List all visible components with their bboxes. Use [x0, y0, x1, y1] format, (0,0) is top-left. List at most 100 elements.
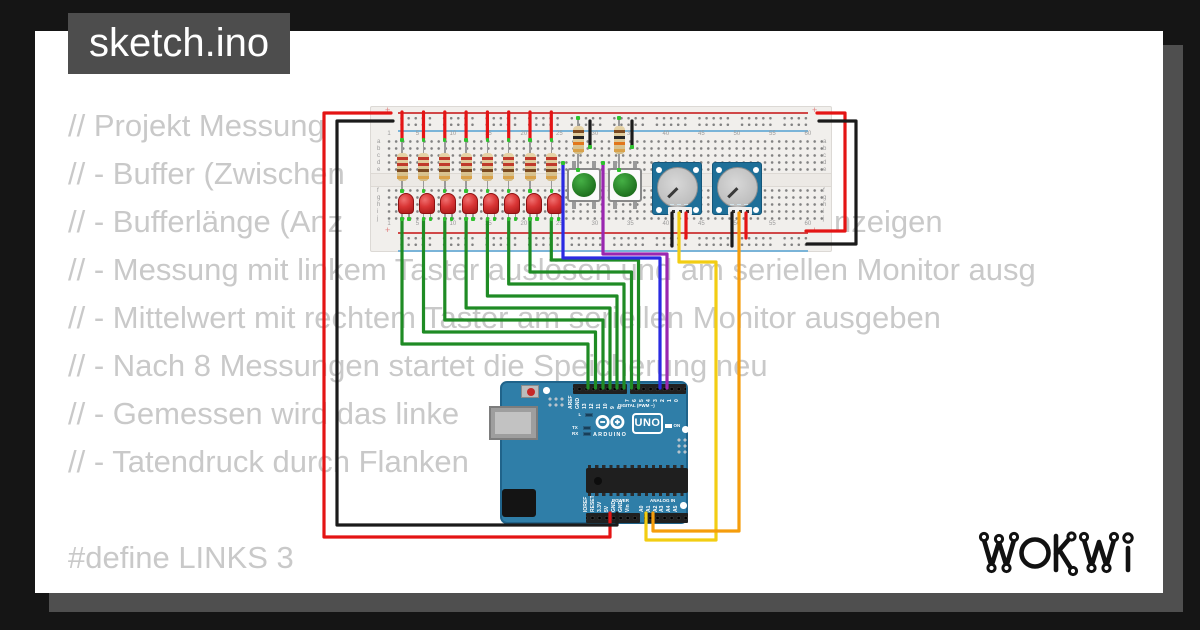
power-jack — [502, 489, 536, 517]
led-1 — [397, 193, 414, 214]
column-number: 50 — [733, 131, 741, 137]
mounting-hole — [682, 426, 689, 433]
column-number: 1 — [387, 221, 391, 227]
wire-led6-d8 — [507, 217, 626, 390]
code-text: // - Gemessen wird das linke — [68, 396, 460, 431]
column-number: 5 — [415, 131, 420, 137]
row-letter: b — [377, 145, 381, 152]
row-letter: g — [377, 194, 381, 201]
connection-dot — [464, 189, 468, 193]
code-text: nzeigen — [834, 204, 943, 239]
led-5 — [482, 193, 499, 214]
pot-knob — [717, 167, 758, 208]
row-letter: a — [823, 138, 827, 145]
connection-dot — [514, 217, 518, 221]
resistor-6 — [503, 153, 515, 181]
wire-led8-d6 — [549, 217, 641, 390]
uno-model-label: UNO — [632, 412, 663, 434]
connection-dot — [528, 189, 532, 193]
connection-dot — [407, 217, 411, 221]
column-number: 60 — [804, 221, 812, 227]
led-4 — [461, 193, 478, 214]
mounting-hole — [543, 387, 550, 394]
wire-pot1-sig-a0 — [644, 211, 718, 542]
column-number: 20 — [520, 221, 528, 227]
connection-dot — [576, 116, 580, 120]
wire-led1-d13 — [400, 217, 590, 390]
column-number: 10 — [449, 221, 457, 227]
wire-led4-d10 — [464, 217, 612, 390]
on-label: ON — [673, 422, 681, 428]
code-text: #define RECHTS 2 — [68, 582, 332, 593]
row-letter: c — [377, 152, 380, 159]
column-number: 40 — [662, 221, 670, 227]
column-number: 45 — [698, 221, 705, 227]
analog-header — [644, 513, 688, 523]
led-tx — [583, 425, 591, 430]
connection-dot — [617, 116, 621, 120]
potentiometer-right — [712, 162, 762, 215]
connection-dot — [576, 168, 580, 172]
led-tx-label: TX — [572, 425, 578, 430]
connection-dot — [450, 217, 454, 221]
analog-label: ANALOG IN — [650, 497, 676, 503]
column-number: 55 — [769, 131, 776, 137]
column-number: 10 — [449, 131, 457, 137]
resistor-7 — [524, 153, 536, 181]
connection-dot — [561, 161, 565, 165]
column-number: 20 — [520, 131, 528, 137]
sketch-filename: sketch.ino — [68, 13, 291, 74]
mounting-hole — [680, 502, 687, 509]
pushbutton-right — [608, 161, 642, 209]
column-number: 60 — [804, 131, 812, 137]
row-letter: i — [823, 208, 825, 215]
column-number: 55 — [769, 221, 776, 227]
rail-holes-top — [398, 115, 808, 128]
icsp-header-side — [676, 437, 688, 455]
code-text: #define LINKS 3 — [68, 540, 294, 575]
wire-led7-d7 — [528, 217, 634, 390]
row-letter: e — [377, 166, 381, 173]
led-rx — [583, 431, 591, 436]
wire-button2-d2-purple — [601, 161, 669, 390]
connection-dot — [428, 217, 433, 221]
connection-dot — [507, 138, 511, 142]
connection-dot — [421, 217, 426, 221]
code-text: // - Bufferlänge (Anz — [68, 204, 344, 239]
resistor-2 — [418, 153, 429, 181]
column-number: 35 — [627, 131, 634, 137]
row-letter: a — [377, 138, 381, 145]
connection-dot — [549, 189, 553, 193]
connection-dot — [556, 217, 560, 221]
connection-dot — [549, 217, 553, 221]
wire-rail-bridge-red — [804, 111, 847, 233]
atmega-ic-chip — [586, 465, 688, 496]
arduino-brand: ARDUINO — [593, 432, 628, 438]
column-number: 1 — [387, 131, 391, 137]
row-letter: d — [823, 159, 827, 166]
wires-layer — [322, 110, 858, 542]
digital-header-left — [573, 384, 627, 394]
connection-dot — [485, 138, 490, 142]
led-rx-label: RX — [572, 431, 579, 436]
connection-dot — [528, 217, 532, 221]
connection-dot — [443, 138, 447, 142]
connection-dot — [528, 138, 532, 142]
connection-dot — [400, 189, 404, 193]
potentiometer-left — [652, 162, 702, 215]
column-number: 35 — [627, 221, 634, 227]
code-text: // Projekt Messung — [68, 108, 325, 143]
connection-dot — [471, 217, 475, 221]
column-number: 30 — [591, 221, 599, 227]
row-letter: j — [823, 215, 825, 222]
digital-header-right — [630, 384, 686, 394]
button-cap — [613, 173, 637, 197]
row-letter: b — [823, 145, 827, 152]
sketch-filename-text: sketch.ino — [89, 21, 270, 65]
connection-dot — [485, 217, 490, 221]
plus-mark: + — [385, 225, 391, 235]
connection-dot — [443, 217, 447, 221]
power-label: POWER — [612, 497, 630, 503]
plus-mark: + — [812, 105, 818, 115]
